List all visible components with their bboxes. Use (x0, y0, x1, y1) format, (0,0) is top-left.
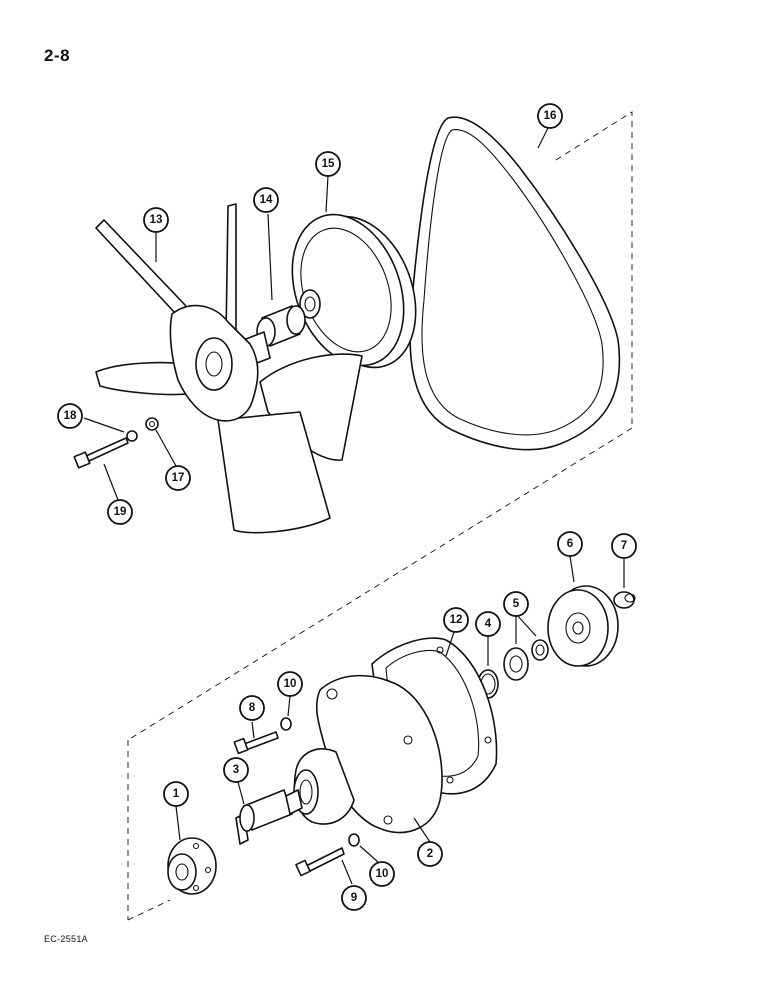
callout-label: 2 (427, 848, 433, 860)
pump-lower-bolt (295, 833, 360, 877)
callout-label: 1 (173, 788, 180, 800)
callout-15: 15 (315, 151, 341, 177)
callout-label: 9 (351, 892, 357, 904)
callout-label: 10 (284, 678, 297, 690)
callout-1: 1 (163, 781, 189, 807)
callout-14: 14 (253, 187, 279, 213)
callout-4: 4 (475, 611, 501, 637)
pump-shaft-and-bearing (235, 789, 303, 845)
callout-16: 16 (537, 103, 563, 129)
callout-label: 7 (621, 540, 627, 552)
callout-label: 3 (233, 764, 239, 776)
pump-hub (167, 837, 217, 895)
callout-12: 12 (443, 607, 469, 633)
callout-10-upper: 10 (277, 671, 303, 697)
pump-seal (503, 639, 549, 681)
impeller-plug (613, 591, 636, 609)
callout-19: 19 (107, 499, 133, 525)
callout-18: 18 (57, 403, 83, 429)
callout-5: 5 (503, 591, 529, 617)
cooling-fan (95, 203, 363, 534)
callout-label: 16 (544, 110, 557, 122)
callout-8: 8 (239, 695, 265, 721)
callout-9: 9 (341, 885, 367, 911)
dashed-alignment-lines (127, 111, 633, 921)
drive-belt (409, 116, 621, 451)
callout-label: 19 (114, 506, 127, 518)
callout-3: 3 (223, 757, 249, 783)
fan-bolt-and-washers (73, 417, 159, 469)
callout-leader-lines (83, 127, 625, 885)
fan-pulley (291, 213, 417, 369)
callout-label: 15 (322, 158, 335, 170)
impeller (547, 585, 619, 667)
page-number: 2-8 (44, 46, 71, 65)
callout-label: 12 (450, 614, 463, 626)
callout-label: 5 (513, 598, 520, 610)
callout-label: 10 (376, 868, 389, 880)
callout-label: 13 (150, 214, 163, 226)
callout-17: 17 (165, 465, 191, 491)
callout-label: 6 (567, 538, 573, 550)
callout-label: 4 (485, 618, 492, 630)
illustration-reference-code: EC-2551A (44, 934, 88, 944)
callout-13: 13 (143, 207, 169, 233)
callout-label: 14 (260, 194, 273, 206)
callout-label: 18 (64, 410, 77, 422)
callout-2: 2 (417, 841, 443, 867)
callout-6: 6 (557, 531, 583, 557)
water-pump-body (293, 674, 443, 834)
callout-label: 17 (172, 472, 185, 484)
callout-7: 7 (611, 533, 637, 559)
pump-upper-bolt (233, 717, 292, 755)
callout-label: 8 (249, 702, 256, 714)
callout-10-lower: 10 (369, 861, 395, 887)
